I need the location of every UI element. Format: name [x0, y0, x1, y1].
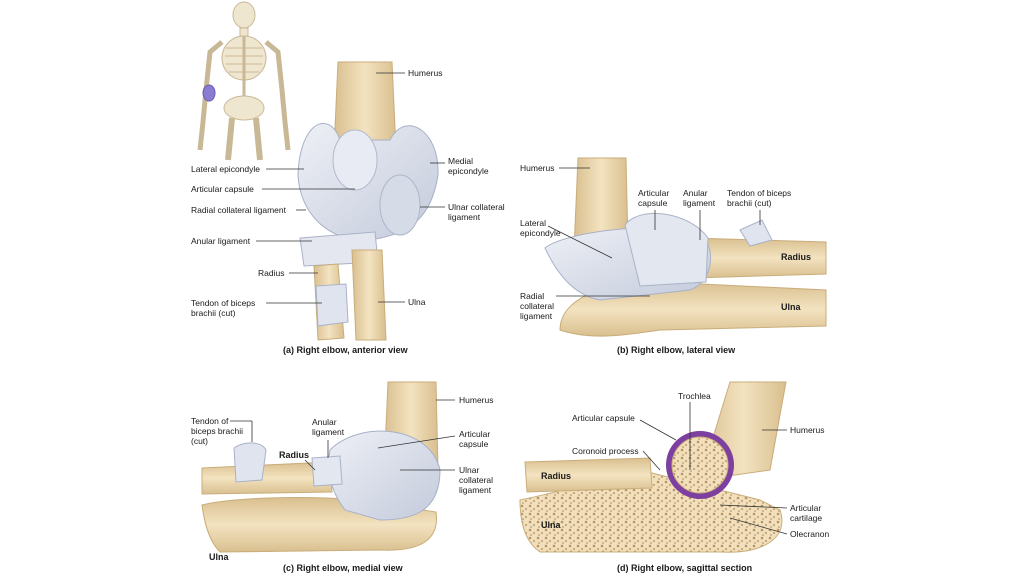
label-d-articular-cartilage: Articular cartilage [790, 503, 822, 523]
label-c-tendon-biceps: Tendon of biceps brachii (cut) [191, 416, 243, 446]
label-c-articular-capsule: Articular capsule [459, 429, 490, 449]
label-b-radial-collateral-ligament: Radial collateral ligament [520, 291, 554, 321]
caption-panel-b: (b) Right elbow, lateral view [617, 345, 735, 355]
label-d-humerus: Humerus [790, 425, 824, 435]
label-a-tendon-biceps: Tendon of biceps brachii (cut) [191, 298, 255, 318]
label-d-ulna: Ulna [541, 520, 561, 530]
label-d-trochlea: Trochlea [678, 391, 711, 401]
caption-panel-c: (c) Right elbow, medial view [283, 563, 403, 573]
caption-panel-a: (a) Right elbow, anterior view [283, 345, 408, 355]
label-a-lateral-epicondyle: Lateral epicondyle [191, 164, 260, 174]
label-d-olecranon: Olecranon [790, 529, 829, 539]
label-a-articular-capsule: Articular capsule [191, 184, 254, 194]
label-c-ulna: Ulna [209, 552, 229, 562]
label-a-medial-epicondyle: Medial epicondyle [448, 156, 489, 176]
label-b-anular-ligament: Anular ligament [683, 188, 715, 208]
label-d-articular-capsule: Articular capsule [572, 413, 635, 423]
label-a-radius: Radius [258, 268, 284, 278]
label-a-humerus: Humerus [408, 68, 442, 78]
label-c-anular-ligament: Anular ligament [312, 417, 344, 437]
caption-panel-d: (d) Right elbow, sagittal section [617, 563, 752, 573]
highlighted-elbow-marker [203, 85, 215, 101]
label-a-ulna: Ulna [408, 297, 425, 307]
panel-c-illustration [202, 382, 440, 552]
label-d-coronoid-process: Coronoid process [572, 446, 639, 456]
label-c-radius: Radius [279, 450, 309, 460]
label-d-radius: Radius [541, 471, 571, 481]
label-b-lateral-epicondyle: Lateral epicondyle [520, 218, 561, 238]
skeleton-thumbnail [200, 2, 288, 160]
label-b-articular-capsule: Articular capsule [638, 188, 669, 208]
label-a-ulnar-collateral-ligament: Ulnar collateral ligament [448, 202, 505, 222]
label-b-humerus: Humerus [520, 163, 554, 173]
label-b-tendon-biceps: Tendon of biceps brachii (cut) [727, 188, 791, 208]
label-a-anular-ligament: Anular ligament [191, 236, 250, 246]
label-b-radius: Radius [781, 252, 811, 262]
label-c-ulnar-collateral-ligament: Ulnar collateral ligament [459, 465, 493, 495]
label-b-ulna: Ulna [781, 302, 801, 312]
label-a-radial-collateral-ligament: Radial collateral ligament [191, 205, 286, 215]
label-c-humerus: Humerus [459, 395, 493, 405]
